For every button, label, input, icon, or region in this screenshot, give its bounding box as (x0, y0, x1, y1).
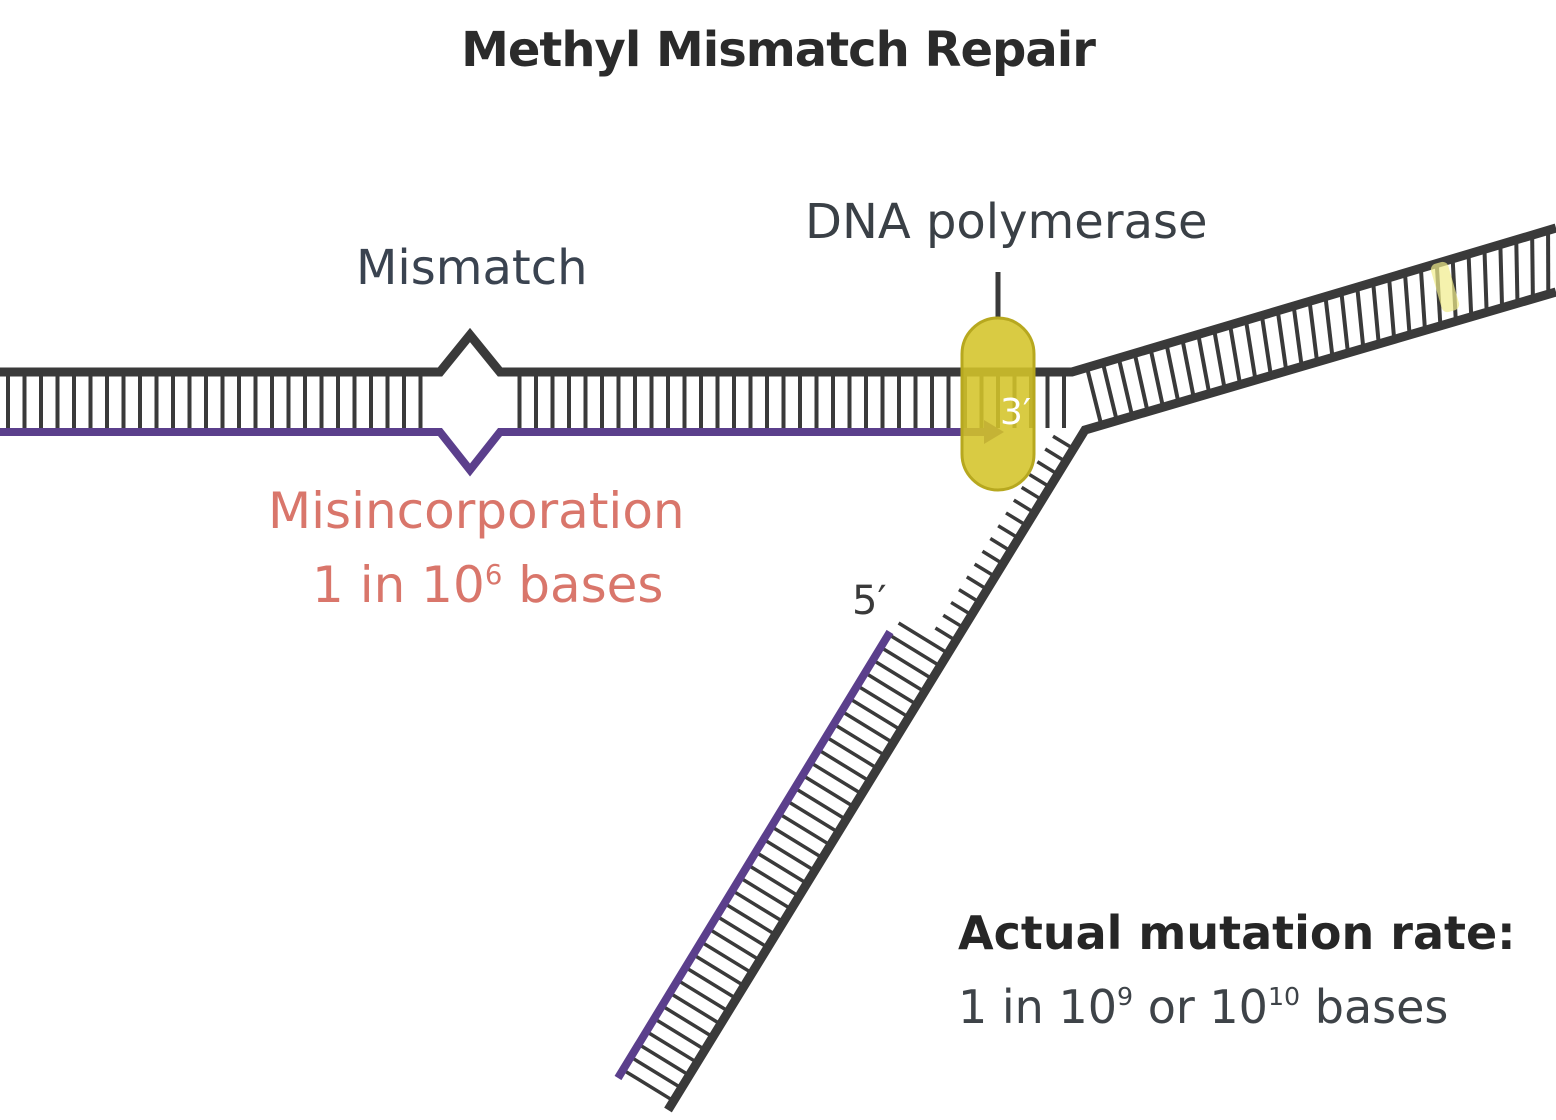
base-pair-rung (1005, 511, 1024, 525)
base-pair-rung (1149, 351, 1165, 404)
base-pair-rung (1308, 304, 1319, 359)
dna-polymerase-label: DNA polymerase (805, 194, 1208, 250)
base-pair-rung (748, 864, 797, 896)
base-pair-rung (1181, 342, 1196, 395)
base-pair-rung (780, 813, 828, 845)
base-pair-rung (725, 902, 774, 935)
base-pair-rung (733, 890, 781, 922)
base-pair-rung (654, 1017, 703, 1050)
base-pair-rung (1052, 434, 1072, 449)
base-pair-rung (709, 928, 758, 960)
base-pair-rung (740, 877, 789, 909)
base-pair-rung (1260, 319, 1273, 373)
base-pair-rung (1371, 286, 1381, 341)
base-pair-rung (662, 1005, 711, 1037)
base-pair-rung (858, 685, 907, 717)
base-pair-rung (1020, 485, 1040, 500)
base-pair-rung (631, 1056, 679, 1088)
base-pair-rung (1212, 333, 1226, 386)
base-pair-rung (1514, 243, 1520, 300)
base-pair-rung (787, 800, 836, 832)
misincorporation-rate: 1 in 106 bases (312, 556, 664, 614)
base-pair-rung (1228, 328, 1242, 382)
base-pair-rung (981, 549, 1001, 564)
base-pair-rung (965, 575, 985, 589)
base-pair-rung (795, 787, 844, 819)
base-pair-rung (811, 762, 860, 794)
base-pair-rung (1028, 473, 1048, 487)
base-pair-rung (866, 672, 915, 704)
base-pair-rung (874, 659, 923, 692)
base-pair-rung (1117, 361, 1134, 413)
base-pair-rung (973, 562, 993, 577)
base-pair-rung (1482, 253, 1489, 309)
base-pair-rung (1323, 300, 1335, 354)
base-pair-rung (670, 992, 719, 1024)
actual-mutation-rate: 1 in 109 or 1010 bases (958, 980, 1449, 1034)
highlight-smudge (1430, 261, 1460, 313)
base-pair-rung (764, 838, 813, 871)
base-pair-rung (1419, 271, 1427, 327)
base-pair-rung (1165, 347, 1180, 400)
base-pair-rung (1387, 281, 1396, 336)
base-pair-rung (685, 966, 734, 999)
base-pair-rung (1085, 370, 1103, 422)
base-pair-rung (772, 826, 821, 858)
base-pair-rung (756, 851, 805, 883)
base-pair-rung (803, 774, 852, 807)
base-pair-rung (942, 613, 962, 628)
base-pair-rung (834, 723, 883, 756)
base-pair-rung (1466, 257, 1474, 313)
base-pair-rung (646, 1030, 695, 1062)
misincorporation-label: Misincorporation (268, 482, 685, 540)
base-pair-rung (1339, 295, 1350, 350)
five-prime-label: 5′ (852, 578, 887, 624)
base-pair-rung (717, 915, 766, 947)
new-leading-strand (0, 428, 990, 477)
base-pair-rung (897, 621, 946, 653)
base-pair-rung (934, 626, 954, 640)
base-pair-rung (1292, 309, 1304, 363)
base-pair-rung (1196, 337, 1211, 391)
three-prime-label: 3′ (1000, 392, 1032, 433)
base-pair-rung (1403, 276, 1412, 332)
mismatch-label: Mismatch (356, 240, 588, 296)
base-pair-rung (850, 698, 899, 730)
actual-mutation-rate-title: Actual mutation rate: (958, 906, 1516, 960)
new-lagging-strand (614, 629, 894, 1081)
base-pair-rung (950, 600, 970, 615)
base-pair-rung (997, 524, 1017, 538)
base-pair-rung (1036, 460, 1056, 474)
base-pair-rung (638, 1043, 687, 1075)
base-pair-rung (1101, 366, 1118, 418)
base-pair-rung (1498, 248, 1504, 304)
diagram-title: Methyl Mismatch Repair (461, 22, 1096, 78)
base-pair-rung (819, 749, 868, 781)
base-pair-rung (842, 711, 891, 743)
base-pair-rung (678, 979, 726, 1011)
base-pair-rung (958, 588, 977, 602)
parental-lagging-strand (664, 287, 1556, 1113)
base-pair-rung (889, 634, 938, 666)
base-pair-rung (1530, 239, 1535, 295)
base-pair-rung (1355, 290, 1365, 345)
parental-top-strand (0, 223, 1556, 377)
base-pair-rung (881, 647, 930, 679)
base-pair-rung (1012, 498, 1032, 513)
base-pair-rung (623, 1069, 672, 1101)
base-pair-rung (1276, 314, 1288, 368)
base-pair-rung (1044, 447, 1064, 461)
dna-polymerase-shape (960, 316, 1036, 492)
base-pair-rungs (6, 234, 1551, 1101)
base-pair-rung (1244, 323, 1257, 377)
base-pair-rung (701, 941, 750, 973)
base-pair-rung (827, 736, 875, 768)
base-pair-rung (1133, 356, 1149, 409)
base-pair-rung (693, 954, 742, 986)
base-pair-rung (989, 537, 1009, 551)
